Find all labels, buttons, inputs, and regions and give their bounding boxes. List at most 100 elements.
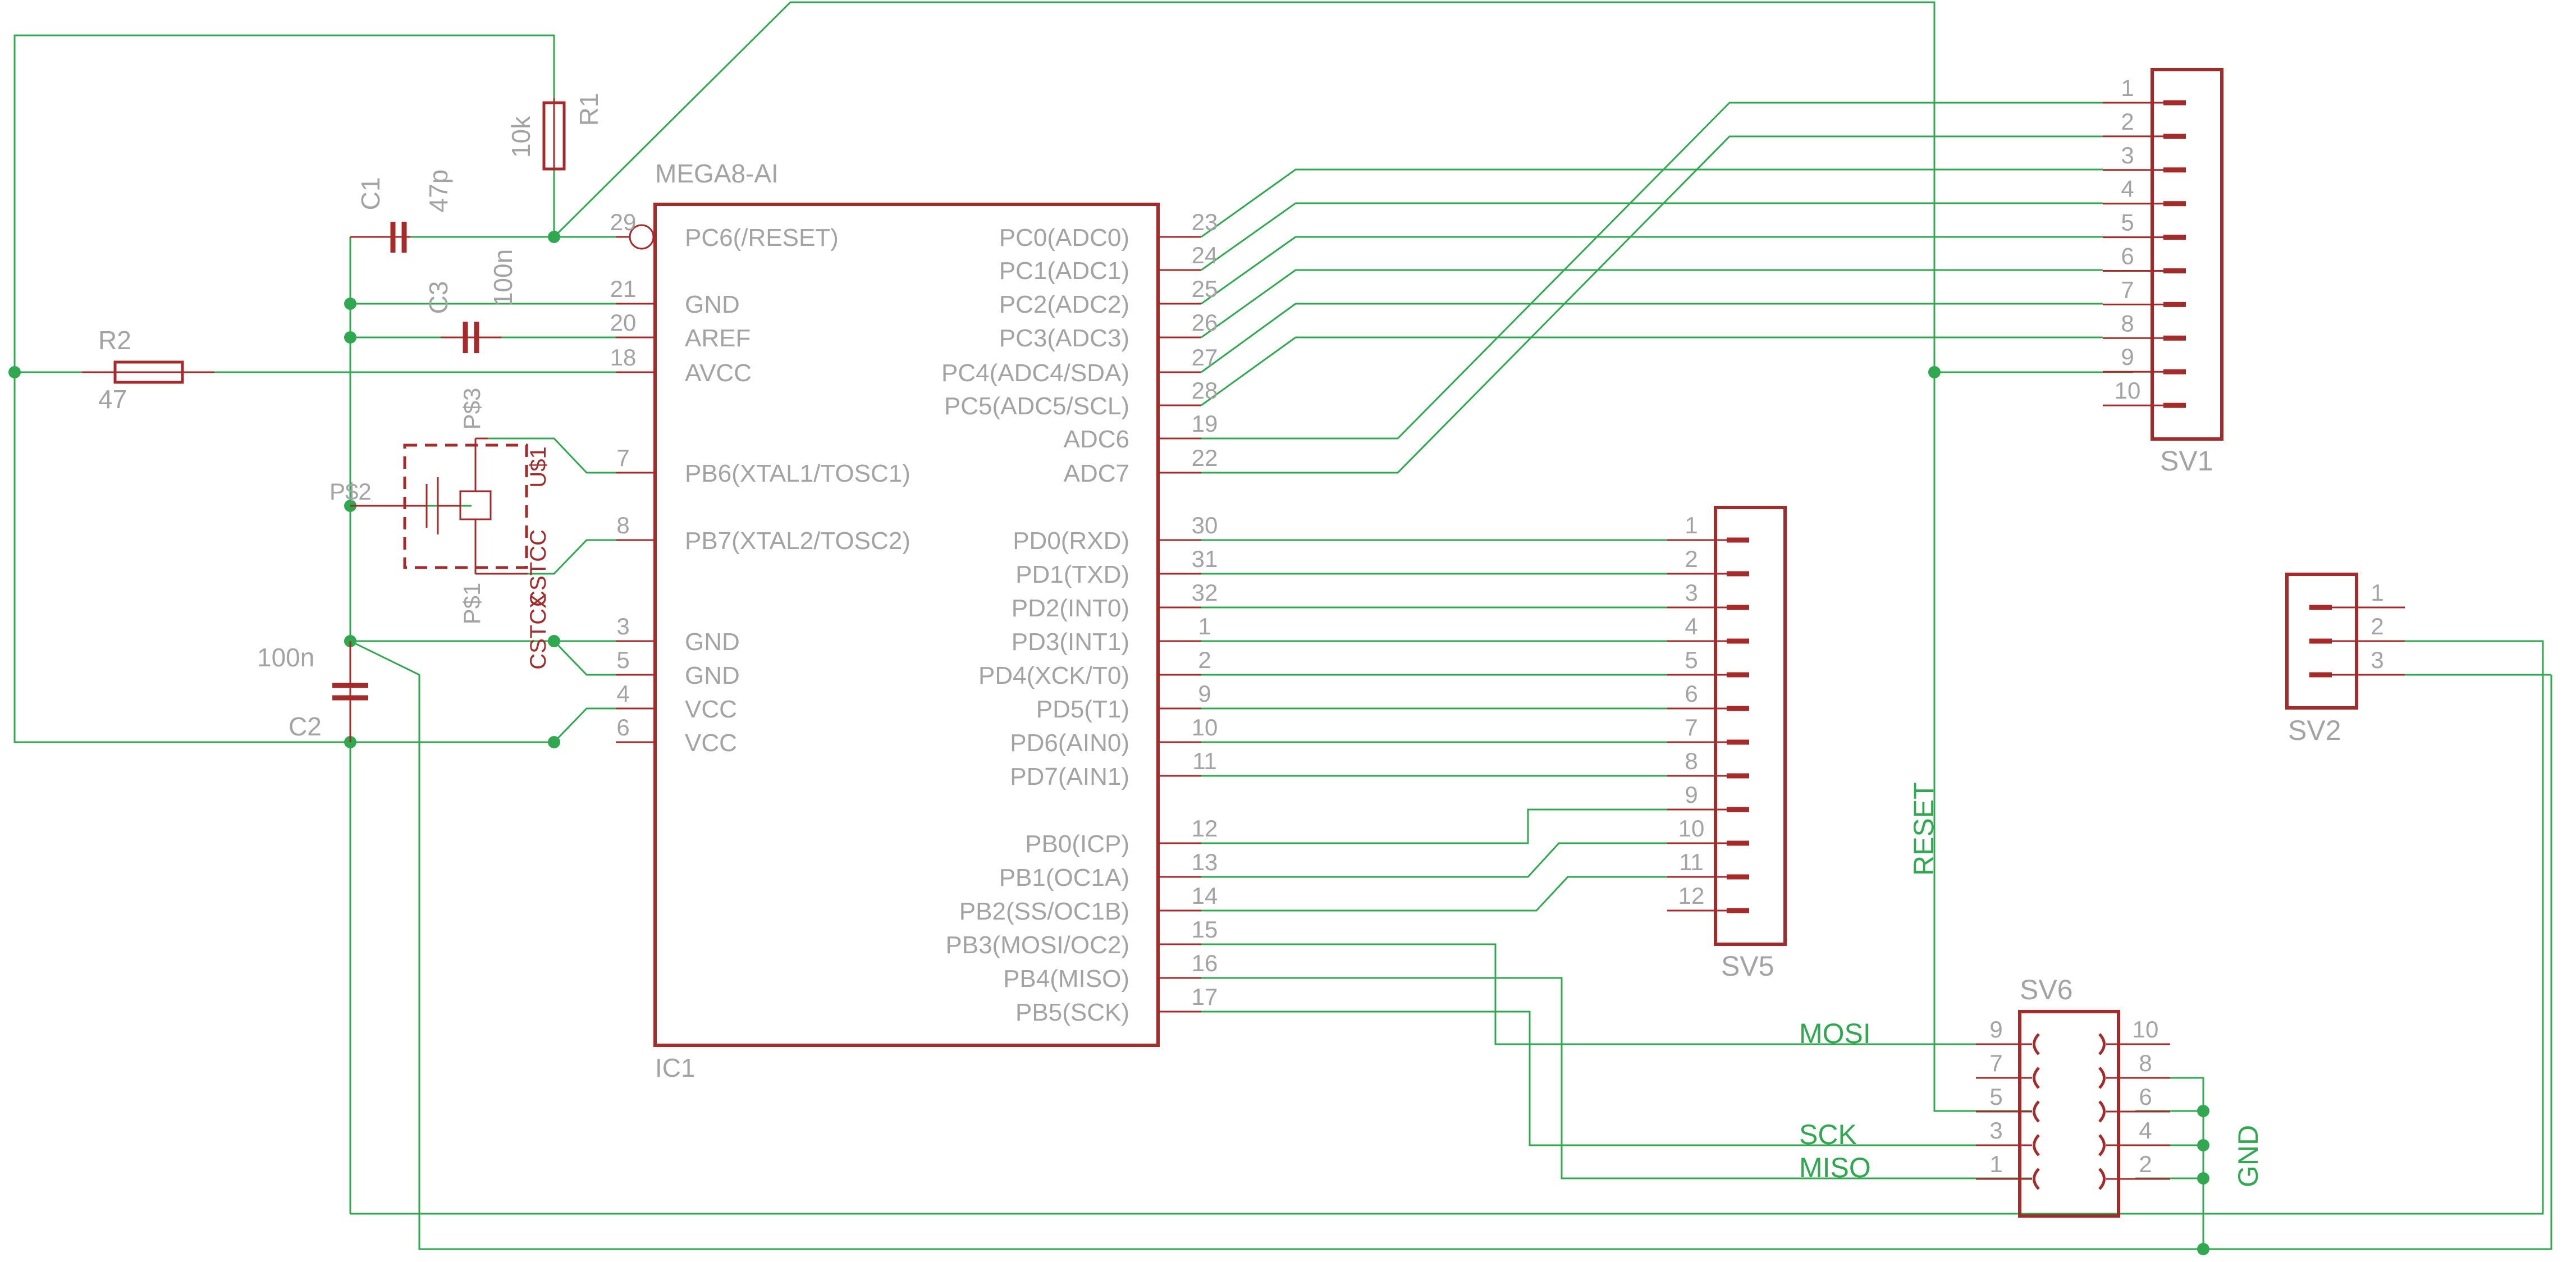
header-pin-number: 9 [2121,344,2134,370]
header-pin-number: 8 [2121,310,2134,336]
ic1-pin-name: PD1(TXD) [1015,561,1129,588]
header-pin-number: 10 [2133,1016,2159,1042]
header-pin-number: 2 [1685,546,1697,572]
ic1-pin-name: PD3(INT1) [1012,628,1129,656]
ic1-pin-name: PD0(RXD) [1013,527,1129,555]
header-pin-number: 2 [2121,108,2134,135]
c1-value: 47p [424,170,453,213]
header-pin-number: 8 [2139,1050,2152,1076]
header-contact [2033,1067,2040,1089]
ic1-pin-name: GND [685,628,740,656]
header-pin-number: 5 [2121,209,2134,236]
ic1-pin-number: 9 [1198,680,1211,707]
ic1-pin-number: 7 [616,445,629,471]
ic1-pin-name: PB1(OC1A) [999,864,1129,891]
ic1-pin-number: 20 [610,309,637,336]
c3: C3 100n [424,249,518,353]
ic1-pin-name: PB6(XTAL1/TOSC1) [685,460,910,487]
header-pin-number: 4 [2139,1117,2152,1144]
header-pin-number: 3 [1989,1117,2002,1144]
header-pin-number: 3 [2371,647,2383,673]
header-pin-number: 2 [2371,613,2383,639]
ic1-pin-name: ADC7 [1064,460,1129,487]
header-contact [2098,1033,2106,1055]
ic1-pin-name: PD6(AIN0) [1010,729,1129,757]
wires [13,1,2552,1250]
ic1-pin-name: PD4(XCK/T0) [978,662,1129,689]
ic1-pin-number: 31 [1192,546,1218,572]
c3-ref: C3 [424,281,453,314]
header-contact [2098,1134,2106,1156]
ic1-pin-number: 25 [1192,276,1218,302]
u1-part-cc: CSTCC [526,529,551,607]
ic1-pin-number: 14 [1192,883,1218,909]
header-pin-number: 6 [2121,243,2134,269]
sv2-ref: SV2 [2288,715,2341,746]
header-pin-number: 12 [1678,883,1705,909]
header-pin-number: 3 [2121,142,2134,168]
ic1-pin-number: 3 [616,613,629,639]
r1-value: 10k [506,116,536,158]
net-sck-label: SCK [1799,1119,1857,1150]
net-gnd-label: GND [2232,1125,2264,1187]
header-contact [2033,1168,2040,1190]
ic1-pin-number: 16 [1192,950,1218,976]
u1-pin3-label: P$3 [459,388,485,430]
header-pin-number: 4 [2121,176,2134,202]
ic1-pin-name: PC4(ADC4/SDA) [941,359,1129,387]
header-contact [2033,1100,2040,1123]
ic1-pin-name: VCC [685,729,737,757]
ic1-pin-name: GND [685,662,740,689]
net-reset-label: RESET [1908,782,1939,876]
ic1-pin-name: AVCC [685,359,752,387]
ic1-pin-name: VCC [685,696,737,723]
ic1-pin-name: GND [685,291,740,318]
ic1-pin-name: PD7(AIN1) [1010,763,1129,790]
sv2-pins: 1 2 3 [2309,579,2405,678]
c2-ref: C2 [289,712,322,741]
ic1-pin-number: 19 [1192,410,1218,437]
ic1-pin-name: AREF [685,324,751,352]
header-contact [2098,1067,2106,1089]
u1-pin2-label: P$2 [330,478,372,505]
header-pin-number: 7 [1989,1050,2002,1076]
header-pin-number: 2 [2139,1151,2152,1177]
ic1-pin-name: PB4(MISO) [1003,965,1129,993]
junctions [8,231,2209,1255]
header-pin-number: 4 [1685,613,1697,639]
ic1-pin-name: PC3(ADC3) [999,324,1129,352]
sv1-ref: SV1 [2160,445,2213,477]
ic1-pin-number: 13 [1192,849,1218,875]
ic1-pin-number: 21 [610,276,637,302]
header-pin-number: 1 [2371,579,2383,606]
header-pin-number: 5 [1685,647,1697,673]
header-pin-number: 11 [1679,849,1704,875]
ic1-pin-name: PC1(ADC1) [999,257,1129,285]
c3-value: 100n [488,249,518,307]
r2-ref: R2 [98,326,131,355]
ic1-right-pins: 23PC0(ADC0)24PC1(ADC1)25PC2(ADC2)26PC3(A… [941,209,1218,1026]
header-pin-number: 10 [2115,377,2141,404]
sv6-ref: SV6 [2020,974,2073,1005]
ic1-pin-number: 18 [610,344,637,371]
header-pin-number: 1 [2121,75,2134,101]
sv1-body [2151,68,2223,441]
header-pin-number: 7 [1685,714,1697,740]
net-miso-label: MISO [1799,1152,1871,1183]
sv5-body [1714,506,1787,946]
r2-body [113,360,184,384]
c2-value: 100n [257,643,314,672]
ic1-pin-number: 1 [1198,613,1211,639]
ic1-pin-number: 2 [1198,647,1211,673]
ic1-pin-name: ADC6 [1064,426,1129,453]
r1-body [542,101,566,171]
net-mosi-label: MOSI [1799,1018,1871,1049]
c2: 100n C2 [257,641,368,742]
header-pin-number: 8 [1685,748,1697,774]
header-pin-number: 9 [1989,1016,2002,1042]
header-contact [2098,1100,2106,1123]
